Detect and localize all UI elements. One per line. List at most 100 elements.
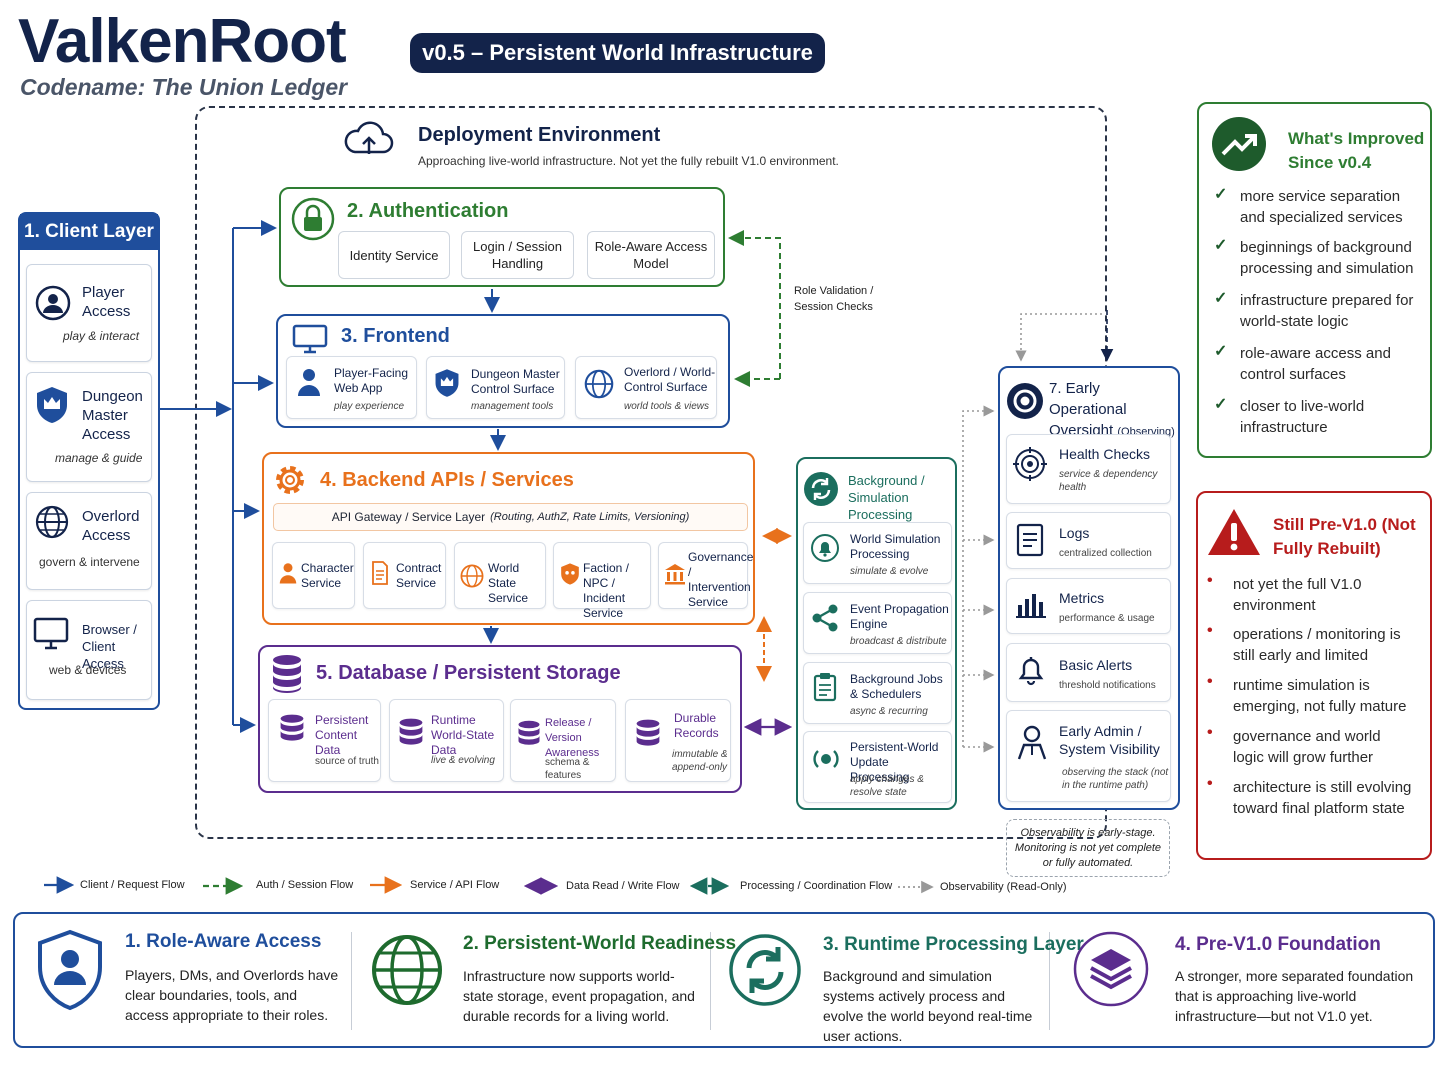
deployment-title: Deployment Environment: [418, 124, 661, 146]
oversight-card[interactable]: Basic Alerts threshold notifications: [1006, 643, 1171, 702]
legend-label: Service / API Flow: [410, 879, 500, 891]
highlight-body: A stronger, more separated foundation th…: [1175, 968, 1414, 1024]
processing-title: Background / Simulation Processing: [848, 473, 925, 522]
bullet-icon: •: [1207, 673, 1213, 690]
monitor-icon: [292, 324, 328, 354]
oversight-card[interactable]: Logs centralized collection: [1006, 512, 1171, 569]
user-icon: [279, 563, 297, 584]
processing-card[interactable]: Persistent-World Update Processing apply…: [803, 731, 952, 803]
processing-card-sub: async & recurring: [850, 706, 928, 717]
highlight-title: 1. Role-Aware Access: [125, 931, 322, 952]
auth-item[interactable]: Role-Aware Access Model: [587, 231, 715, 279]
database-card-label: Release / Version Awareness: [545, 717, 600, 759]
client-label: Browser / Client Access: [82, 622, 137, 671]
backend-card-label: Contract Service: [396, 561, 442, 590]
backend-card[interactable]: World State Service: [454, 542, 546, 609]
bullet-icon: •: [1207, 572, 1213, 589]
database-card-sub: live & evolving: [431, 755, 495, 766]
database-icon: [273, 655, 301, 693]
processing-card[interactable]: Event Propagation Engine broadcast & dis…: [803, 592, 952, 654]
refresh-icon: [729, 934, 801, 1006]
bullet-icon: •: [1207, 724, 1213, 741]
api-gateway-detail: (Routing, AuthZ, Rate Limits, Versioning…: [490, 511, 690, 523]
list-item: runtime simulation is emerging, not full…: [1233, 677, 1407, 715]
highlight-body: Background and simulation systems active…: [823, 968, 1033, 1044]
processing-card[interactable]: World Simulation Processing simulate & e…: [803, 522, 952, 584]
bullet-icon: •: [1207, 775, 1213, 792]
api-gateway-label: API Gateway / Service Layer: [331, 510, 486, 524]
client-sub: web & devices: [49, 663, 127, 677]
backend-card[interactable]: Character Service: [272, 542, 355, 609]
highlight-body: Infrastructure now supports world-state …: [463, 968, 695, 1024]
database-section: 5. Database / Persistent Storage Persist…: [258, 645, 742, 793]
client-card-browser[interactable]: Browser / Client Access web & devices: [26, 600, 152, 700]
database-card[interactable]: Release / Version Awareness schema & fea…: [510, 699, 616, 782]
auth-item[interactable]: Login / Session Handling: [461, 231, 574, 279]
frontend-card-label: Dungeon Master Control Surface: [471, 367, 560, 396]
oversight-card[interactable]: Early Admin / System Visibility observin…: [1006, 710, 1171, 802]
list-item: not yet the full V1.0 environment: [1233, 576, 1362, 614]
highlight-title: 3. Runtime Processing Layer: [823, 934, 1084, 955]
deployment-subtitle: Approaching live-world infrastructure. N…: [418, 154, 839, 168]
oversight-card-sub: service & dependency health: [1059, 469, 1158, 493]
list-item: operations / monitoring is still early a…: [1233, 626, 1401, 664]
processing-card[interactable]: Background Jobs & Schedulers async & rec…: [803, 662, 952, 724]
processing-card-label: Persistent-World Update Processing: [850, 740, 939, 784]
list-item: more service separation and specialized …: [1240, 188, 1403, 226]
globe-icon: [460, 564, 484, 588]
backend-card[interactable]: Faction / NPC / Incident Service: [553, 542, 651, 620]
clipboard-icon: [813, 673, 837, 702]
frontend-card-player[interactable]: Player-Facing Web App play experience: [286, 356, 417, 419]
legend-label: Data Read / Write Flow: [566, 880, 680, 892]
oversight-card-label: Early Admin / System Visibility: [1059, 723, 1160, 757]
client-label: Dungeon Master Access: [82, 388, 143, 443]
database-card[interactable]: Durable Records immutable & append-only: [625, 699, 731, 782]
client-card-dungeon-master[interactable]: Dungeon Master Access manage & guide: [26, 372, 152, 482]
frontend-card-sub: management tools: [471, 401, 554, 412]
client-card-player[interactable]: Player Access play & interact: [26, 264, 152, 362]
cloud-upload-icon: [344, 121, 394, 154]
oversight-title-text: 7. Early Operational Oversight: [1049, 380, 1127, 439]
frontend-card-overlord[interactable]: Overlord / World-Control Surface world t…: [575, 356, 717, 419]
database-icon: [636, 719, 660, 746]
legend-label: Client / Request Flow: [80, 879, 185, 891]
database-card[interactable]: Persistent Content Data source of truth: [268, 699, 381, 782]
processing-card-label: World Simulation Processing: [850, 532, 941, 561]
client-card-overlord[interactable]: Overlord Access govern & intervene: [26, 492, 152, 590]
backend-card-label: Governance / Intervention Service: [688, 550, 754, 609]
highlights-panel: [13, 912, 1435, 1048]
api-gateway-bar[interactable]: API Gateway / Service Layer (Routing, Au…: [273, 503, 748, 531]
list-item: closer to live-world infrastructure: [1240, 398, 1365, 436]
client-layer-panel: [18, 212, 160, 710]
eye-icon: [1007, 383, 1043, 419]
frontend-card-label: Player-Facing Web App: [334, 366, 409, 395]
target-icon: [1013, 447, 1047, 481]
trend-up-icon: [1212, 117, 1266, 171]
oversight-card-label: Logs: [1059, 525, 1090, 541]
divider: [710, 932, 711, 1030]
highlight-title: 2. Persistent-World Readiness: [463, 933, 737, 954]
lock-icon: [291, 197, 335, 241]
globe-icon: [35, 505, 69, 539]
database-card-label: Runtime World-State Data: [431, 713, 495, 757]
client-sub: manage & guide: [55, 451, 143, 465]
client-layer-title: 1. Client Layer: [20, 214, 158, 250]
list-item: role-aware access and control surfaces: [1240, 345, 1391, 383]
database-card-label: Persistent Content Data: [315, 713, 369, 757]
oversight-card[interactable]: Metrics performance & usage: [1006, 578, 1171, 634]
oversight-card[interactable]: Health Checks service & dependency healt…: [1006, 434, 1171, 504]
check-icon: ✓: [1214, 396, 1228, 413]
frontend-card-dm[interactable]: Dungeon Master Control Surface managemen…: [426, 356, 565, 419]
client-label: Player Access: [82, 284, 131, 320]
database-title: 5. Database / Persistent Storage: [316, 662, 621, 684]
oversight-card-sub: centralized collection: [1059, 548, 1152, 559]
backend-card[interactable]: Contract Service: [363, 542, 446, 609]
backend-card[interactable]: Governance / Intervention Service: [658, 542, 754, 609]
improved-title: What's Improved Since v0.4: [1288, 129, 1425, 172]
pre-v1-panel: Still Pre-V1.0 (Not Fully Rebuilt): [1196, 491, 1432, 860]
auth-item[interactable]: Identity Service: [338, 231, 450, 279]
codename: Codename: The Union Ledger: [20, 74, 348, 100]
database-card[interactable]: Runtime World-State Data live & evolving: [389, 699, 504, 782]
bell-circle-icon: [811, 534, 839, 562]
database-card-sub: schema & features: [545, 757, 590, 781]
